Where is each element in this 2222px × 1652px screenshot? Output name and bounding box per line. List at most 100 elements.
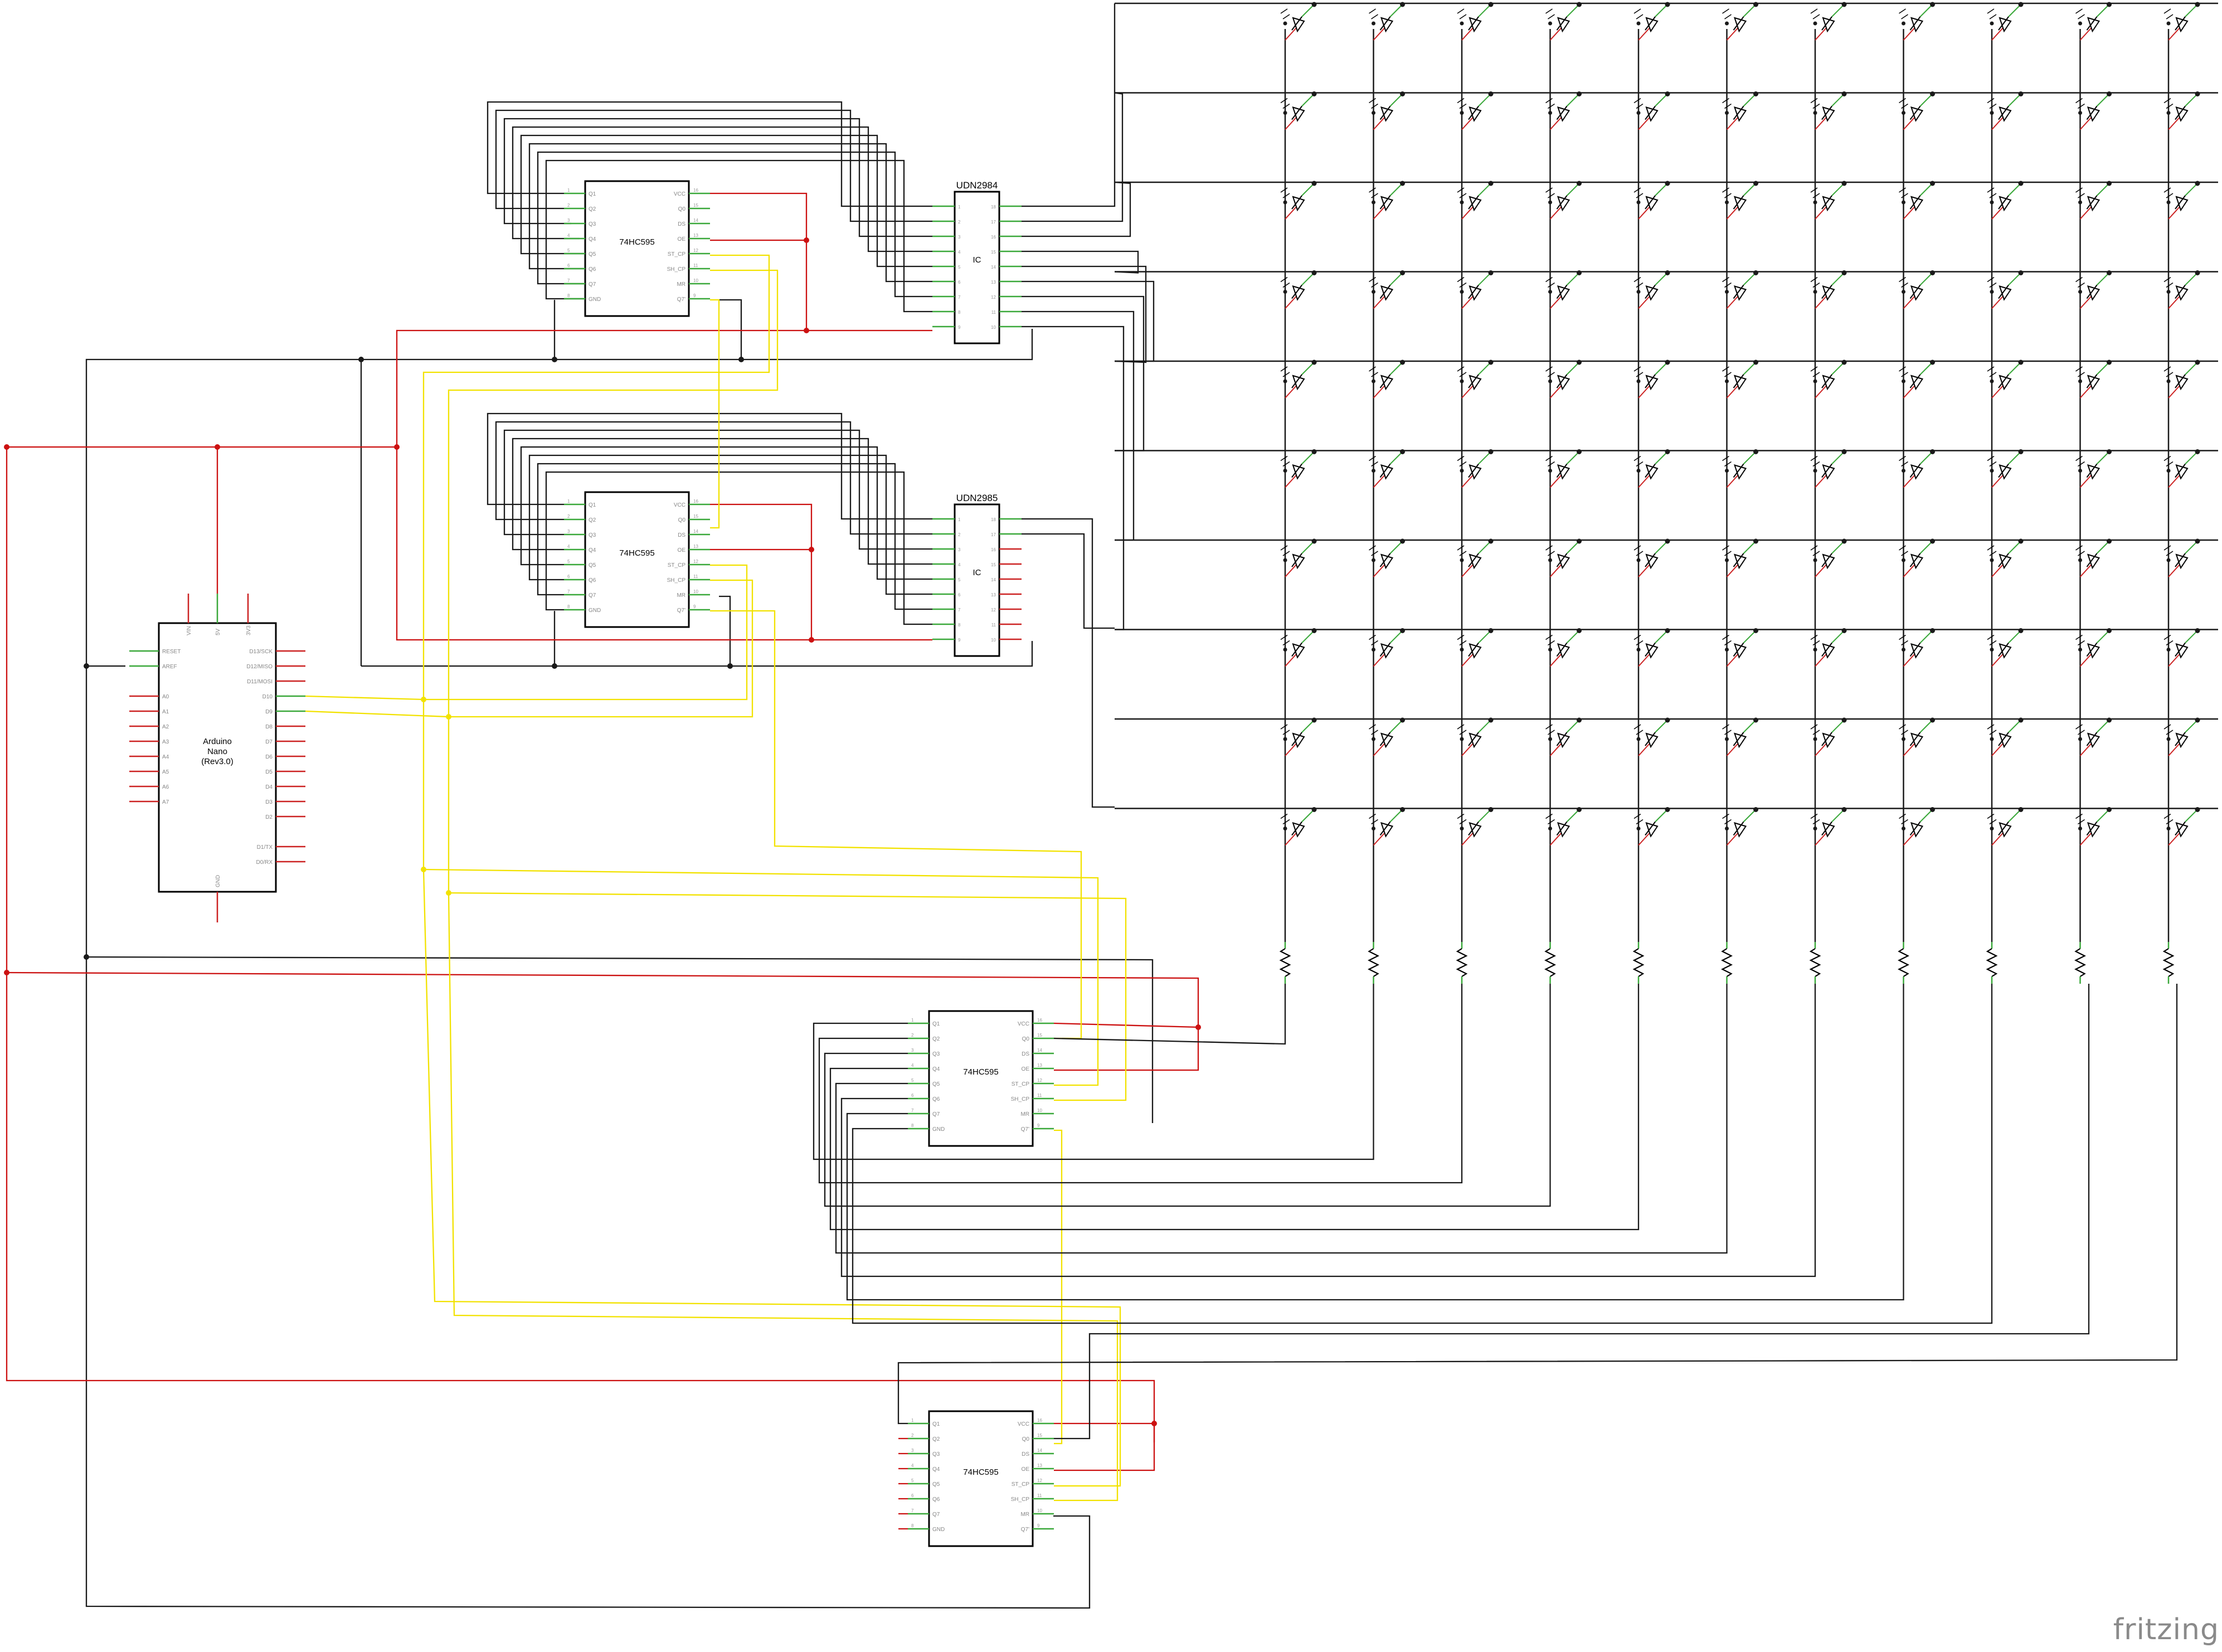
led-emission-arrow xyxy=(1989,193,1997,198)
led-column-junction xyxy=(1990,200,1994,205)
driver-pin-number: 6 xyxy=(958,280,961,285)
sr-pin-label: ST_CP xyxy=(1012,1081,1030,1087)
junction-dot xyxy=(358,357,364,362)
junction-dot xyxy=(421,697,426,702)
led-diode-bar xyxy=(2175,195,2186,210)
led-anode-lead xyxy=(1655,451,1668,465)
sr-pin-number: 9 xyxy=(693,293,696,298)
led xyxy=(1369,807,1405,846)
led-emission-arrow xyxy=(1810,455,1818,461)
led-row-junction xyxy=(1665,2,1670,7)
led-emission-arrow xyxy=(1636,372,1644,377)
led-diode-triangle xyxy=(1910,464,1924,480)
led-column-junction xyxy=(1725,827,1729,830)
led-row-junction xyxy=(1753,538,1758,544)
clock-wire-sr1 xyxy=(305,269,779,718)
driver-pin-number: 13 xyxy=(991,280,996,285)
led-diode-bar xyxy=(1291,374,1302,388)
led-emission-arrow xyxy=(1369,187,1376,193)
sr-pin-label: VCC xyxy=(1018,1421,1029,1427)
led-diode-triangle xyxy=(1822,375,1835,391)
led-anode-lead xyxy=(1301,809,1315,823)
sr1-to-udn2984-wire xyxy=(520,134,932,268)
led-emission-arrow xyxy=(1548,103,1555,109)
led-column-junction xyxy=(1990,469,1994,473)
led-row-junction xyxy=(1930,270,1935,275)
led-emission-arrow xyxy=(1371,14,1378,20)
led xyxy=(1899,181,1935,220)
led-diode-bar xyxy=(1645,463,1656,478)
led-emission-arrow xyxy=(1371,282,1378,288)
led-cathode-lead xyxy=(1549,474,1562,488)
led-row-junction xyxy=(1930,807,1935,812)
arduino-pin-label: A2 xyxy=(162,724,169,730)
led-emission-arrow xyxy=(2078,819,2085,825)
led-column-junction xyxy=(1902,558,1905,562)
arduino-pin-label: D8 xyxy=(265,724,273,730)
led-row-junction xyxy=(1488,807,1494,812)
sr-pin-number: 4 xyxy=(911,1063,914,1068)
led-column-junction xyxy=(2166,737,2171,741)
led-emission-arrow xyxy=(2078,461,2085,467)
led-cathode-lead xyxy=(2079,832,2092,846)
led-diode-triangle xyxy=(1469,553,1482,570)
led-emission-arrow xyxy=(1724,103,1732,109)
led xyxy=(1280,538,1317,577)
led xyxy=(2075,181,2112,220)
led-emission-arrow xyxy=(2166,14,2174,20)
led-emission-arrow xyxy=(1724,461,1732,467)
led xyxy=(1633,807,1670,846)
led-diode-triangle xyxy=(1292,643,1305,659)
led xyxy=(1545,270,1582,309)
led-cathode-lead xyxy=(2079,206,2092,220)
led-anode-lead xyxy=(2185,183,2198,196)
led-anode-lead xyxy=(1655,93,1668,107)
sr3-to-column-wire xyxy=(846,984,1904,1301)
sr-pin-label: SH_CP xyxy=(667,266,686,273)
led xyxy=(1369,538,1405,577)
led-anode-lead xyxy=(1743,541,1757,554)
led-row-junction xyxy=(2195,91,2200,96)
led-cathode-lead xyxy=(1726,832,1739,846)
arduino-name-line-2: Nano xyxy=(207,747,227,756)
sr-pin-label: Q6 xyxy=(932,1496,940,1503)
sr-pin-number: 10 xyxy=(693,278,698,283)
led-cathode-lead xyxy=(1638,653,1650,667)
driver-pin-number: 1 xyxy=(958,517,961,522)
led-anode-lead xyxy=(2008,809,2021,823)
led-emission-arrow xyxy=(1987,276,1995,283)
sr-pin-number: 14 xyxy=(1037,1048,1042,1053)
led-cathode-lead xyxy=(1726,743,1739,756)
led xyxy=(2075,628,2112,667)
led-row-junction xyxy=(1753,181,1758,186)
led-row-junction xyxy=(1841,449,1847,454)
led-column-junction xyxy=(1636,111,1641,115)
led xyxy=(1280,807,1317,846)
driver-pin-number: 4 xyxy=(958,250,961,255)
sr-pin-number: 4 xyxy=(567,233,570,238)
sr3-to-column-wire xyxy=(835,984,1728,1254)
led-diode-triangle xyxy=(1645,822,1659,838)
sr1-to-udn2984-wire xyxy=(512,126,932,252)
sr3-to-column-wire xyxy=(813,984,1374,1160)
led-column-junction xyxy=(1283,200,1287,205)
led xyxy=(1369,91,1405,130)
arduino-name-line-1: Arduino xyxy=(203,737,232,746)
led-cathode-lead xyxy=(1461,116,1474,130)
led-emission-arrow xyxy=(1459,730,1467,735)
led-emission-arrow xyxy=(1280,813,1288,819)
sr-pin-label: Q6 xyxy=(932,1096,940,1102)
udn2984-to-row-wire xyxy=(1022,250,1139,274)
led-emission-arrow xyxy=(1899,187,1906,193)
sr-pin-label: Q3 xyxy=(932,1051,940,1057)
power-to-sr3 xyxy=(6,971,1199,1027)
led-emission-arrow xyxy=(1457,8,1465,14)
led xyxy=(1810,270,1847,309)
led-column-junction xyxy=(1813,827,1817,830)
led-row-junction xyxy=(1577,2,1582,7)
led-cathode-lead xyxy=(1815,743,1827,756)
led-emission-arrow xyxy=(1899,366,1906,372)
led-diode-triangle xyxy=(1733,17,1747,33)
led-row-junction xyxy=(1400,270,1405,275)
led xyxy=(1722,449,1758,488)
